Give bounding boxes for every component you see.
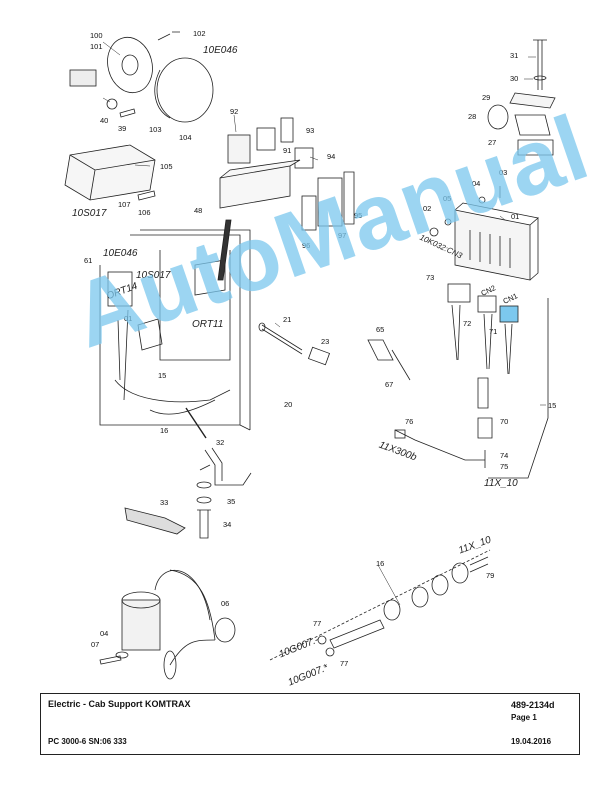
callout-20: 20 [284, 400, 293, 409]
callout-01b: 01 [511, 212, 520, 221]
callout-72: 72 [463, 319, 472, 328]
callout-21: 21 [283, 315, 292, 324]
callout-31: 31 [510, 51, 519, 60]
callout-28: 28 [468, 112, 477, 121]
callout-61: 61 [84, 256, 93, 265]
callout-74: 74 [500, 451, 509, 460]
title-block: Electric - Cab Support KOMTRAX 489-2134d… [40, 693, 580, 755]
drawing-title: Electric - Cab Support KOMTRAX [48, 699, 191, 709]
cover-box [64, 144, 156, 201]
callout-02: 02 [423, 204, 432, 213]
callout-40: 40 [100, 116, 109, 125]
clamp-assembly [487, 39, 556, 156]
callout-07: 07 [91, 640, 100, 649]
drawing-number: 489-2134d [511, 700, 555, 710]
callout-01a: 01 [124, 314, 133, 323]
callout-16b: 16 [376, 559, 385, 568]
bolt-spacer [258, 322, 331, 366]
callout-70: 70 [500, 417, 509, 426]
callout-91: 91 [283, 146, 292, 155]
harness [269, 549, 491, 661]
callout-30: 30 [510, 74, 519, 83]
callout-94: 94 [327, 152, 336, 161]
callout-29: 29 [482, 93, 491, 102]
callout-73: 73 [426, 273, 435, 282]
callout-65: 65 [376, 325, 385, 334]
callout-95: 95 [354, 211, 363, 220]
callout-102: 102 [193, 29, 206, 38]
callout-39: 39 [118, 124, 127, 133]
callout-75: 75 [500, 462, 509, 471]
callout-04a: 04 [472, 179, 481, 188]
leader-lines [102, 41, 546, 606]
callout-104: 104 [179, 133, 192, 142]
callout-79: 79 [486, 571, 495, 580]
callout-33: 33 [160, 498, 169, 507]
callout-77b: 77 [340, 659, 349, 668]
callout-23: 23 [321, 337, 330, 346]
ref-10e046-top: 10E046 [203, 45, 238, 56]
callout-93: 93 [306, 126, 315, 135]
compressor-horn [99, 569, 236, 680]
callout-76: 76 [405, 417, 414, 426]
ref-ort11: ORT11 [192, 319, 224, 330]
horn-assembly [69, 31, 214, 123]
ref-10s017-mid: 10S017 [136, 270, 171, 281]
callout-67: 67 [385, 380, 394, 389]
callout-04b: 04 [100, 629, 109, 638]
callout-101: 101 [90, 42, 103, 51]
callout-92: 92 [230, 107, 239, 116]
callout-105: 105 [160, 162, 173, 171]
callout-16a: 16 [160, 426, 169, 435]
cables [367, 339, 493, 468]
ref-10e046-mid: 10E046 [103, 248, 138, 259]
callout-35: 35 [227, 497, 236, 506]
page-number: Page 1 [511, 713, 537, 722]
release-date: 19.04.2016 [511, 737, 552, 746]
relay-parts [219, 117, 355, 231]
callout-71: 71 [489, 327, 498, 336]
callout-103: 103 [149, 125, 162, 134]
callout-34: 34 [223, 520, 232, 529]
ref-10s017-top: 10S017 [72, 208, 107, 219]
callout-106: 106 [138, 208, 151, 217]
callout-15a: 15 [158, 371, 167, 380]
ref-11x10-right: 11X_10 [484, 478, 518, 489]
cab-frame [99, 219, 251, 431]
callout-06: 06 [221, 599, 230, 608]
callout-107: 107 [118, 200, 131, 209]
parts-drawing [64, 31, 556, 680]
callout-100: 100 [90, 31, 103, 40]
machine-model: PC 3000-6 SN:06 333 [48, 737, 127, 746]
callout-27: 27 [488, 138, 497, 147]
callout-97: 97 [338, 231, 347, 240]
bracket-hardware [124, 407, 252, 539]
callout-32: 32 [216, 438, 225, 447]
callout-77a: 77 [313, 619, 322, 628]
callout-15b: 15 [548, 401, 557, 410]
callout-48: 48 [194, 206, 203, 215]
callout-03: 03 [499, 168, 508, 177]
connectors [447, 283, 549, 479]
callout-96: 96 [302, 241, 311, 250]
callout-05: 05 [443, 194, 452, 203]
